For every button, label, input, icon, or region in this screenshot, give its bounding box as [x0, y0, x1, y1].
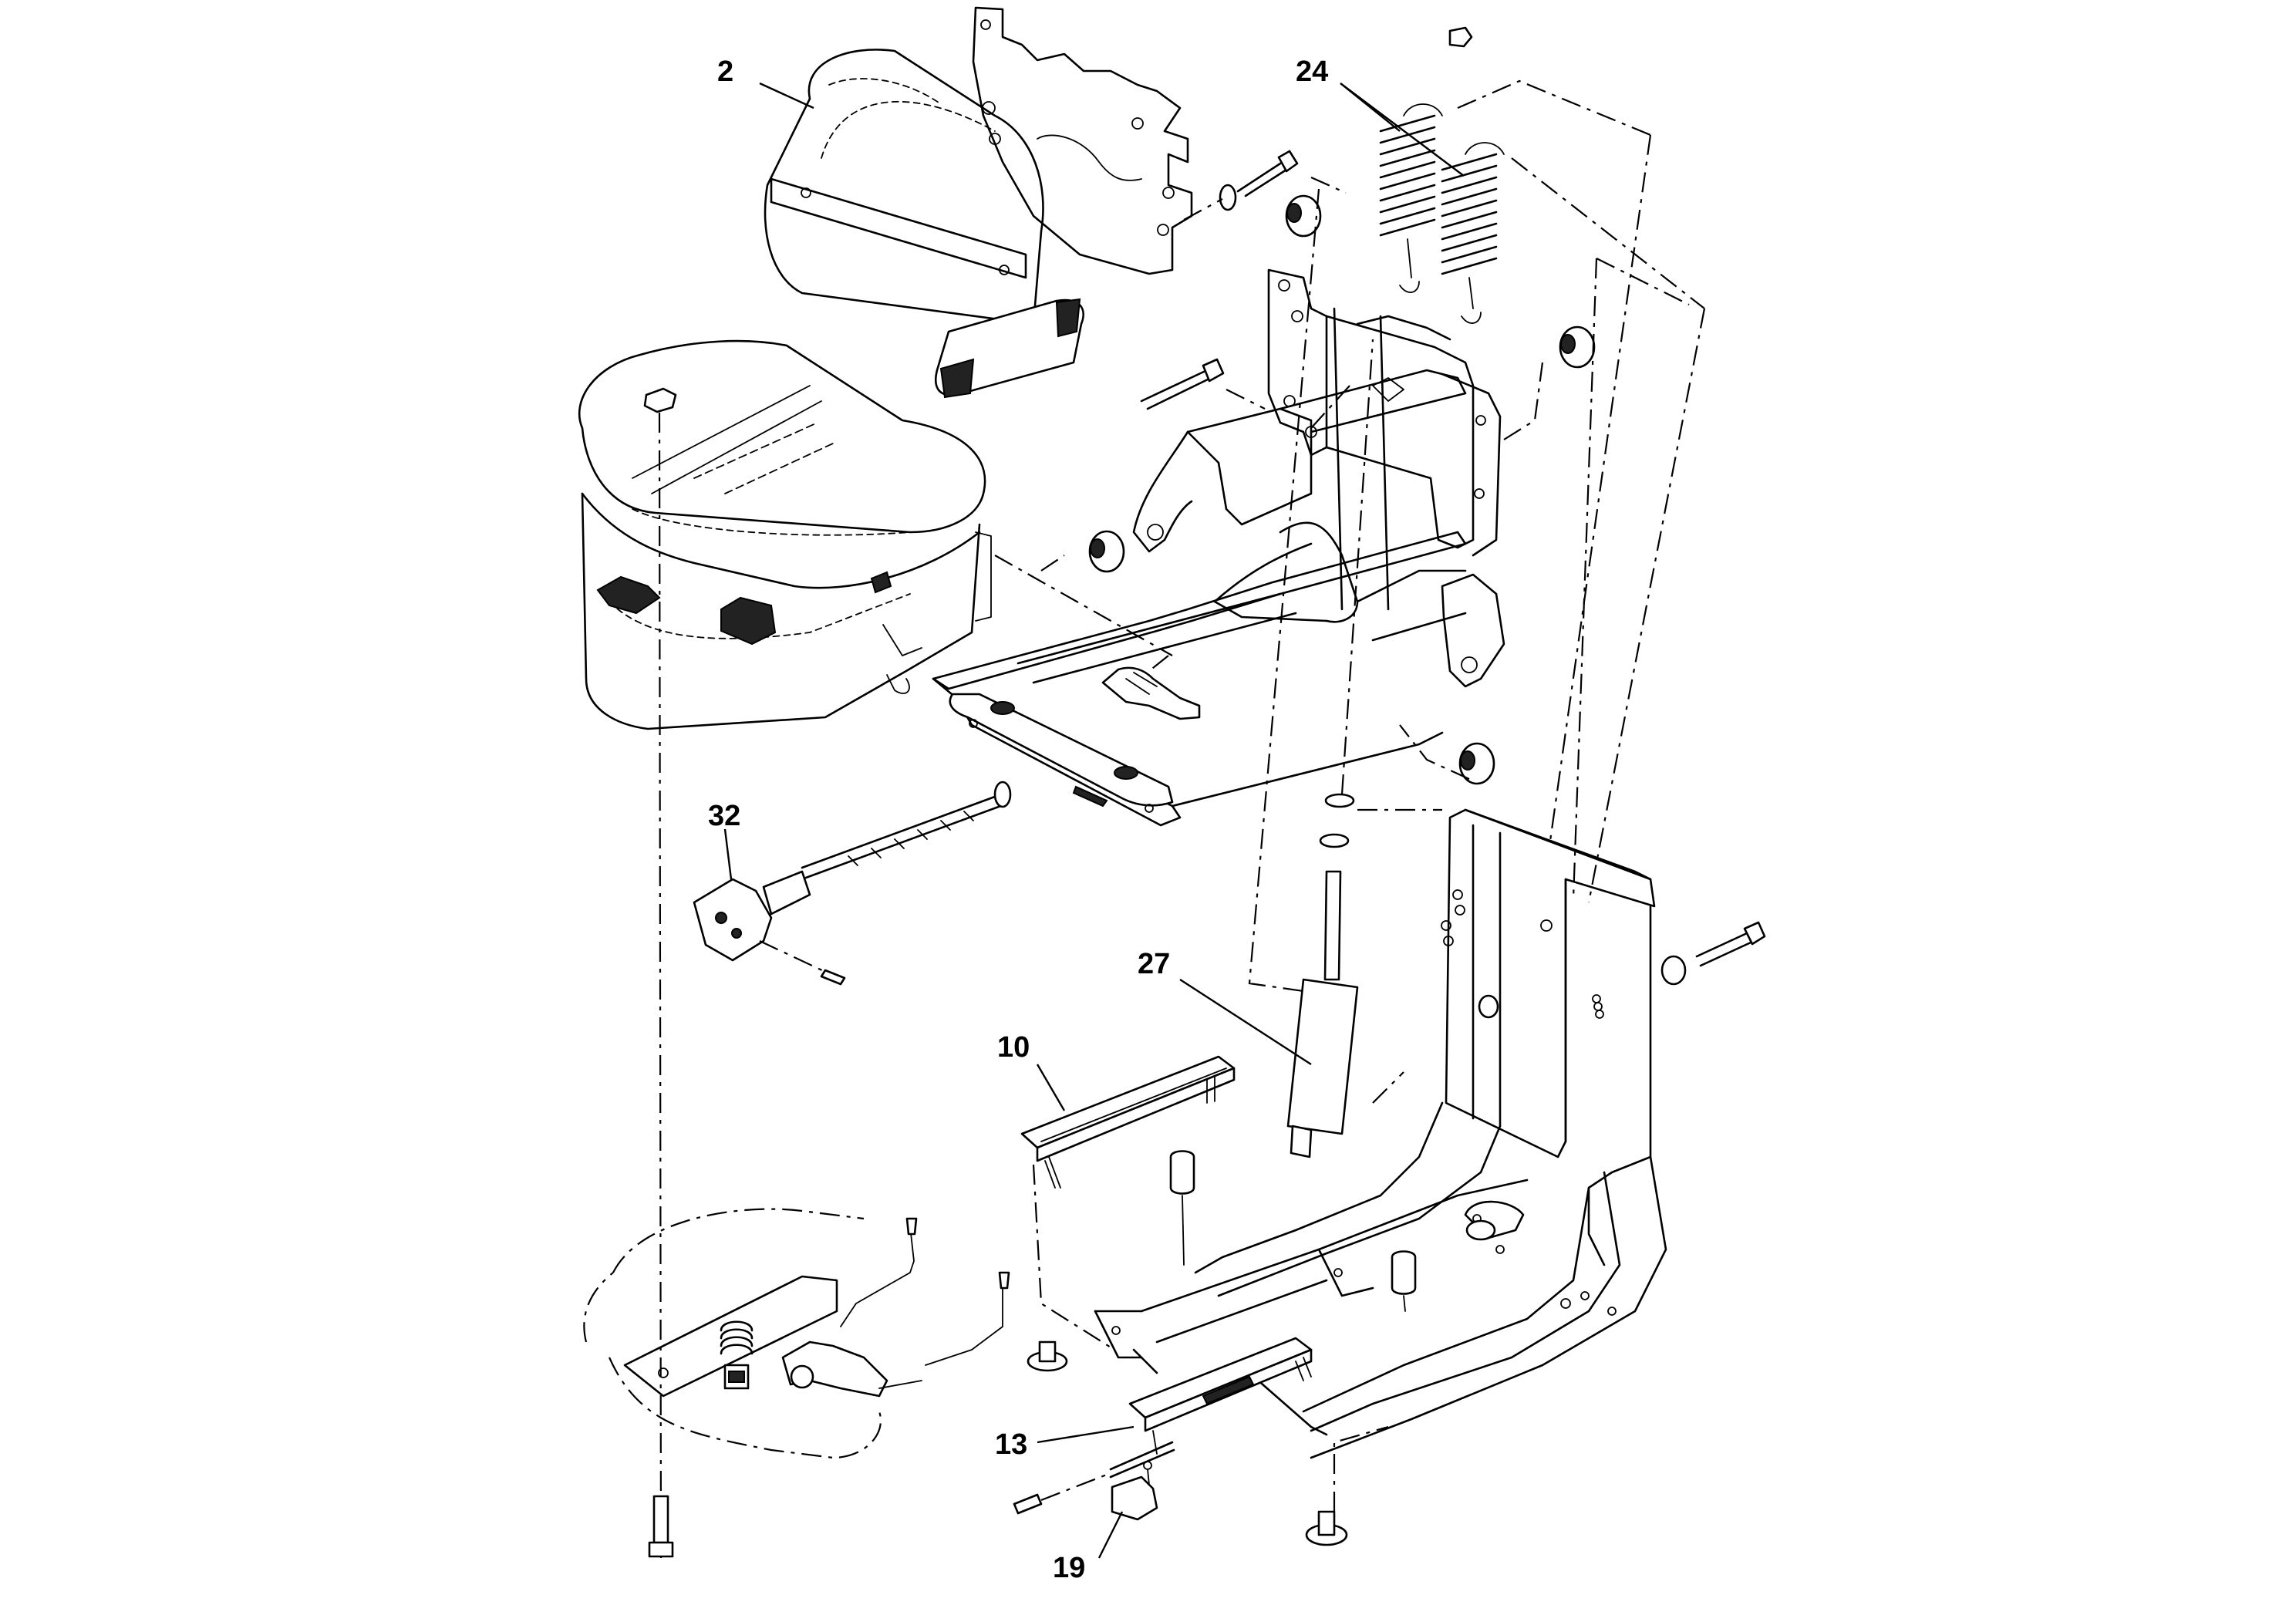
shock-absorber	[1286, 339, 1374, 1158]
callout-27: 27	[1138, 948, 1170, 980]
callout-24: 24	[1296, 56, 1328, 88]
spring-left	[1379, 103, 1443, 293]
bracket-bolt	[1183, 150, 1299, 221]
lower-cushion-outline	[583, 1208, 1010, 1459]
slide-rail-upper	[1020, 1055, 1236, 1351]
adjuster-knob	[693, 781, 1012, 986]
callout-10: 10	[997, 1031, 1030, 1064]
seat-cushion	[578, 339, 992, 730]
backrest-mounting-bracket	[972, 6, 1193, 275]
base-plate	[1094, 1179, 1529, 1436]
callout-labels: 2 24 32 27 10 13 19	[708, 56, 1328, 1584]
callout-leaders	[723, 82, 1465, 1559]
clip-19	[1111, 1461, 1158, 1521]
cushion-fastener	[643, 387, 677, 1559]
seat-backrest	[764, 49, 1084, 399]
assembly-dashed-lines	[994, 79, 1706, 1104]
suspension-pivot-plate	[1267, 268, 1502, 611]
tension-springs	[1379, 26, 1505, 324]
callout-2: 2	[717, 56, 733, 88]
suspension-upper-frame	[1132, 369, 1505, 688]
bumper-stops	[1027, 1150, 1496, 1546]
spring-right	[1441, 142, 1505, 324]
slide-rail-lower	[1013, 1337, 1313, 1515]
rubber-bushes	[1088, 194, 1596, 785]
callout-19: 19	[1053, 1552, 1085, 1584]
lower-support-frame	[1194, 808, 1766, 1459]
pivot-bolt	[1140, 358, 1266, 410]
callout-32: 32	[708, 800, 740, 832]
callout-13: 13	[995, 1428, 1027, 1461]
upper-slide-frame	[886, 531, 1467, 827]
